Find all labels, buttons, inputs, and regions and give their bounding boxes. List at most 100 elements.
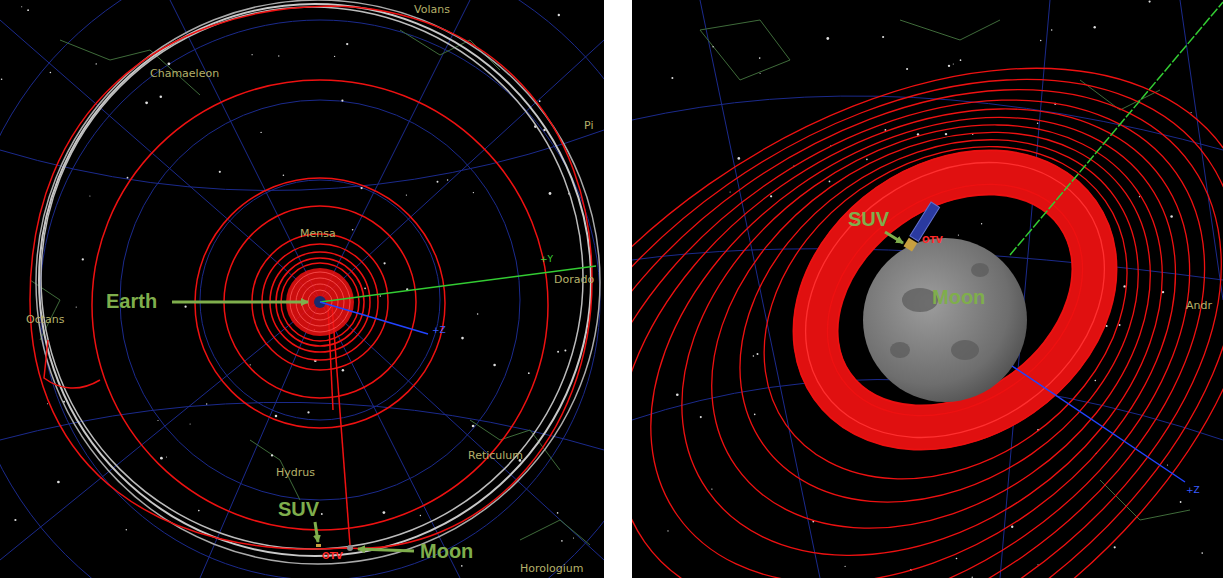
body-label: Moon: [420, 540, 473, 562]
star: [127, 177, 129, 179]
star: [826, 37, 829, 40]
star: [564, 350, 566, 352]
star: [1119, 324, 1121, 326]
constellation-name: Mensa: [300, 228, 336, 240]
star: [1149, 1, 1151, 3]
star: [250, 364, 251, 365]
star: [561, 540, 563, 542]
body-label: Earth: [106, 290, 157, 312]
star: [160, 96, 163, 99]
spacecraft-label: SUV: [278, 498, 319, 520]
constellation-name: Horologium: [520, 563, 584, 575]
star: [1167, 464, 1168, 465]
star: [342, 369, 344, 371]
star: [1123, 285, 1125, 287]
star: [558, 14, 560, 16]
star: [557, 512, 559, 514]
star: [206, 403, 207, 404]
star: [885, 129, 887, 131]
star: [667, 530, 668, 531]
star: [27, 9, 29, 11]
constellation-name: Chamaeleon: [150, 68, 219, 80]
star: [321, 513, 323, 515]
star: [956, 558, 958, 560]
star: [271, 454, 273, 456]
star: [82, 258, 84, 260]
star: [89, 195, 90, 196]
star: [1011, 526, 1013, 528]
star: [275, 415, 278, 418]
star: [493, 364, 496, 367]
star: [364, 287, 366, 289]
star: [278, 55, 279, 56]
star: [711, 488, 712, 489]
star: [760, 73, 761, 74]
star: [972, 577, 973, 578]
star: [1170, 215, 1173, 218]
star: [1040, 40, 1041, 41]
star: [283, 174, 285, 176]
star: [981, 223, 982, 224]
star: [346, 43, 348, 45]
star: [219, 171, 221, 173]
spacecraft-label: SUV: [848, 208, 889, 230]
star: [14, 519, 16, 521]
constellation-name: Pi: [584, 120, 593, 132]
star: [770, 195, 772, 197]
star: [960, 59, 962, 61]
star: [866, 159, 868, 161]
constellation-name: Hydrus: [276, 467, 315, 479]
star: [753, 355, 755, 357]
star: [882, 36, 884, 38]
star: [945, 133, 947, 135]
star: [737, 157, 740, 160]
star: [380, 295, 381, 296]
star: [473, 192, 474, 193]
star: [184, 306, 186, 308]
moon-orbit-illustration: [632, 0, 1223, 578]
axis-label: +Z: [1186, 486, 1200, 496]
star: [1114, 546, 1116, 548]
star: [1180, 501, 1182, 503]
star: [447, 179, 448, 180]
star: [1051, 29, 1052, 30]
star: [21, 6, 22, 7]
star: [477, 313, 479, 315]
star: [190, 423, 191, 424]
constellation-name: Dorado: [554, 274, 594, 286]
star: [953, 63, 954, 64]
star: [461, 565, 463, 567]
constellation-name: Octans: [26, 314, 64, 326]
star: [948, 65, 950, 67]
star: [1201, 552, 1203, 554]
star: [168, 62, 171, 65]
star: [754, 414, 756, 416]
star: [307, 411, 309, 413]
star: [383, 262, 385, 264]
star: [557, 351, 559, 353]
star: [383, 511, 386, 514]
star: [76, 307, 77, 308]
star: [1094, 380, 1096, 382]
star: [95, 63, 96, 64]
star: [166, 456, 167, 457]
star: [57, 481, 60, 484]
star: [757, 353, 759, 355]
star: [260, 132, 261, 133]
star: [1, 79, 3, 81]
star: [341, 100, 343, 102]
star: [676, 393, 679, 396]
star: [958, 235, 959, 236]
star: [906, 68, 908, 70]
star: [671, 77, 673, 79]
star: [700, 416, 702, 418]
star: [759, 57, 761, 59]
star: [549, 192, 552, 195]
star: [1037, 123, 1038, 124]
star: [157, 420, 158, 421]
star: [712, 46, 713, 47]
earth-orbit-illustration: [0, 0, 604, 578]
star: [50, 72, 52, 74]
star: [845, 566, 846, 567]
star: [251, 54, 252, 55]
